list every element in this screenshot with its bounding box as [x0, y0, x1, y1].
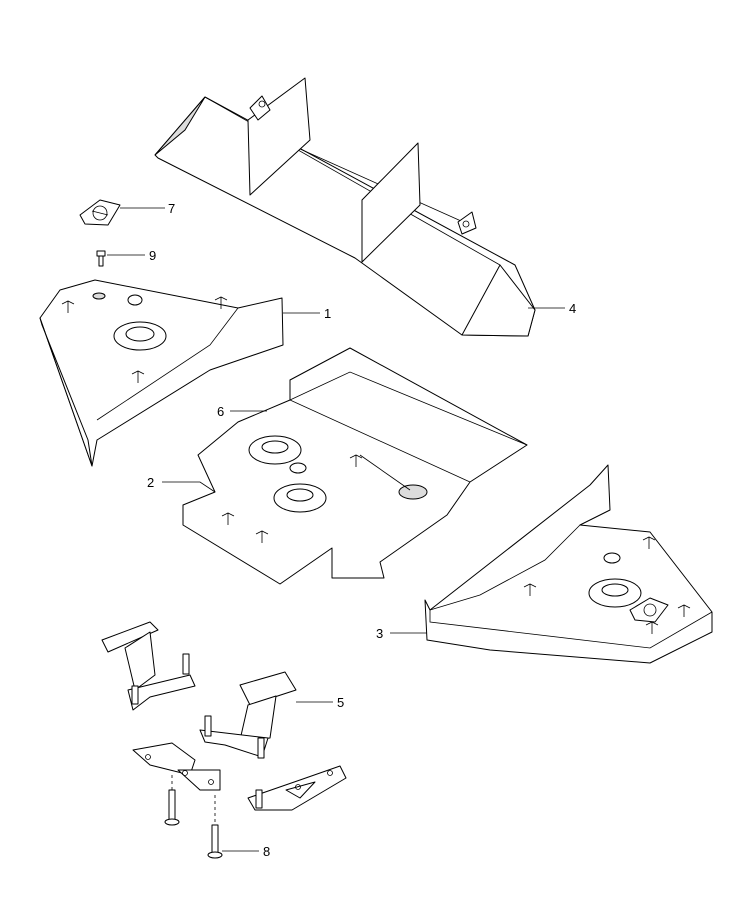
- part-9-screw: [96, 250, 106, 267]
- callout-1: 1: [324, 306, 331, 321]
- callout-2: 2: [147, 475, 154, 490]
- part-2-center-panel: [182, 347, 528, 585]
- part-3-right-panel: [424, 464, 713, 664]
- leader-2: [162, 481, 216, 493]
- leader-lines: [107, 207, 565, 852]
- part-8-pins: [164, 775, 223, 859]
- part-5-brackets: [101, 621, 347, 811]
- callout-6: 6: [217, 404, 224, 419]
- callout-5: 5: [337, 695, 344, 710]
- callout-labels: 1 2 3 4 5 6 7 8 9: [147, 201, 576, 859]
- part-4-deflector: [154, 77, 536, 337]
- callout-4: 4: [569, 301, 576, 316]
- part-1-left-panel: [39, 279, 284, 467]
- callout-7: 7: [168, 201, 175, 216]
- callout-8: 8: [263, 844, 270, 859]
- part-7-clip: [79, 199, 121, 226]
- callout-9: 9: [149, 248, 156, 263]
- callout-3: 3: [376, 626, 383, 641]
